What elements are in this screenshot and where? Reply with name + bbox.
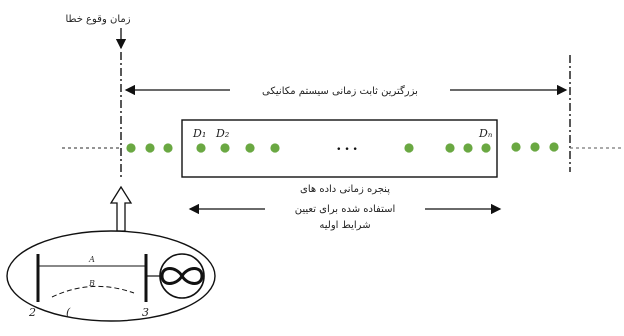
line-label-a: A: [88, 255, 95, 264]
window-label-line1: پنجره زمانی داده های: [300, 184, 390, 195]
line-label-b: B: [88, 279, 95, 288]
sample-label-dn: Dₙ: [478, 127, 492, 140]
hollow-up-arrow: [109, 185, 133, 232]
sample-dot: [463, 143, 473, 153]
time-constant-label-bg: [230, 81, 450, 99]
fault-time-label: زمان وقوع خطا: [65, 14, 130, 25]
sample-dot: [220, 143, 230, 153]
data-window-box: [181, 119, 498, 178]
sample-dot: [530, 142, 540, 152]
samples-ellipsis: • • •: [336, 145, 358, 155]
sample-dot: [549, 142, 559, 152]
sample-dot: [481, 143, 491, 153]
sample-dot: [270, 143, 280, 153]
infinite-bus-symbol: [159, 253, 205, 299]
sample-dot: [145, 143, 155, 153]
bus-label-left: 2: [28, 306, 36, 319]
sample-dot: [245, 143, 255, 153]
sample-dots: [126, 142, 559, 153]
sample-dot: [163, 143, 173, 153]
window-label-bg: [265, 201, 425, 216]
largest-time-constant-label: بزرگترین ثابت زمانی سیستم مکانیکی: [262, 85, 418, 97]
transmission-line-b: [51, 285, 135, 298]
window-label-line2: استفاده شده برای تعیین: [295, 204, 396, 215]
window-label-line3: شرایط اولیه: [319, 220, 370, 231]
bus-label-right: 3: [142, 306, 149, 319]
sample-dot: [126, 143, 136, 153]
sample-dot: [196, 143, 206, 153]
sample-dot: [511, 142, 521, 152]
sample-dot: [445, 143, 455, 153]
circuit-ellipse: [6, 230, 216, 322]
sample-label-d1: D₁: [192, 127, 206, 140]
paren-mark: (: [66, 306, 71, 319]
sample-label-d2: D₂: [215, 127, 229, 140]
infinity-icon: [160, 267, 204, 285]
sample-dot: [404, 143, 414, 153]
